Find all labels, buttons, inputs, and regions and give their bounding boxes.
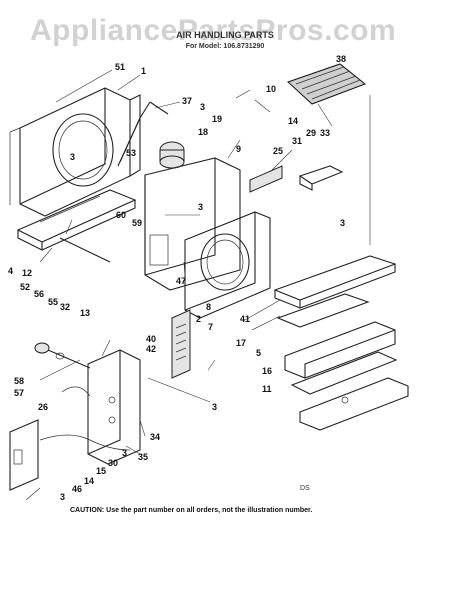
base-rail xyxy=(16,189,137,263)
terminal-block xyxy=(249,165,283,193)
callout-56: 56 xyxy=(34,289,44,299)
callout-3: 3 xyxy=(200,102,205,112)
callout-41: 41 xyxy=(240,314,250,324)
callout-30: 30 xyxy=(108,458,118,468)
callout-31: 31 xyxy=(292,136,302,146)
watermark: AppliancePartsPros.com xyxy=(30,14,397,47)
base-pan xyxy=(273,255,397,328)
callout-4: 4 xyxy=(8,266,13,276)
front-shroud xyxy=(9,87,141,217)
callout-10: 10 xyxy=(266,84,276,94)
callout-59: 59 xyxy=(132,218,142,228)
callout-60: 60 xyxy=(116,210,126,220)
callout-55: 55 xyxy=(48,297,58,307)
callout-47: 47 xyxy=(176,276,186,286)
callout-3-low: 3 xyxy=(122,448,127,458)
callout-3-right: 3 xyxy=(340,218,345,228)
callout-3-bottom: 3 xyxy=(60,492,65,502)
control-knob xyxy=(34,342,91,369)
callout-38: 38 xyxy=(336,54,346,64)
callout-11: 11 xyxy=(262,384,272,394)
callout-labels: 51 1 37 3 10 38 19 18 14 33 9 25 31 29 5… xyxy=(8,54,346,502)
callout-40: 40 xyxy=(146,334,156,344)
callout-29: 29 xyxy=(306,128,316,138)
callout-32: 32 xyxy=(60,302,70,312)
callout-19: 19 xyxy=(212,114,222,124)
callout-3-center: 3 xyxy=(198,202,203,212)
fan-motor xyxy=(159,141,185,169)
callout-33: 33 xyxy=(320,128,330,138)
callout-14: 14 xyxy=(288,116,298,126)
drawing-code: DS xyxy=(300,485,310,492)
callout-9: 9 xyxy=(236,144,241,154)
callout-17: 17 xyxy=(236,338,246,348)
callout-15: 15 xyxy=(96,466,106,476)
center-partition xyxy=(144,157,241,291)
callout-18: 18 xyxy=(198,127,208,137)
callout-3-mid: 3 xyxy=(212,402,217,412)
caution-note: CAUTION: Use the part number on all orde… xyxy=(70,507,313,514)
callout-2: 2 xyxy=(196,314,201,324)
air-grille xyxy=(287,63,366,105)
leader-lines xyxy=(25,69,333,501)
callout-51: 51 xyxy=(115,62,125,72)
drain-pan xyxy=(284,321,409,431)
rod-part xyxy=(117,101,169,167)
callout-52: 52 xyxy=(20,282,30,292)
model-number: For Model: 106.8731290 xyxy=(185,43,265,50)
callout-16: 16 xyxy=(262,366,272,376)
side-panel xyxy=(9,419,39,491)
callout-57: 57 xyxy=(14,388,24,398)
wire-harness xyxy=(39,434,131,451)
callout-5: 5 xyxy=(256,348,261,358)
blower-scroll xyxy=(184,211,271,319)
callout-37: 37 xyxy=(182,96,192,106)
callout-13: 13 xyxy=(80,308,90,318)
callout-14-low: 14 xyxy=(84,476,94,486)
callout-42: 42 xyxy=(146,344,156,354)
vent-door xyxy=(171,309,191,379)
callout-58: 58 xyxy=(14,376,24,386)
callout-46: 46 xyxy=(72,484,82,494)
callout-34: 34 xyxy=(150,432,160,442)
callout-12: 12 xyxy=(22,268,32,278)
callout-7: 7 xyxy=(208,322,213,332)
callout-1: 1 xyxy=(141,66,146,76)
callout-8: 8 xyxy=(206,302,211,312)
callout-53: 53 xyxy=(126,148,136,158)
bracket xyxy=(298,165,344,191)
capacitor-wire xyxy=(61,386,91,397)
callout-35: 35 xyxy=(138,452,148,462)
callout-26: 26 xyxy=(38,402,48,412)
callout-25: 25 xyxy=(273,146,283,156)
diagram-title: AIR HANDLING PARTS xyxy=(176,30,274,40)
callout-3-shroud: 3 xyxy=(70,152,75,162)
control-panel xyxy=(87,349,141,465)
